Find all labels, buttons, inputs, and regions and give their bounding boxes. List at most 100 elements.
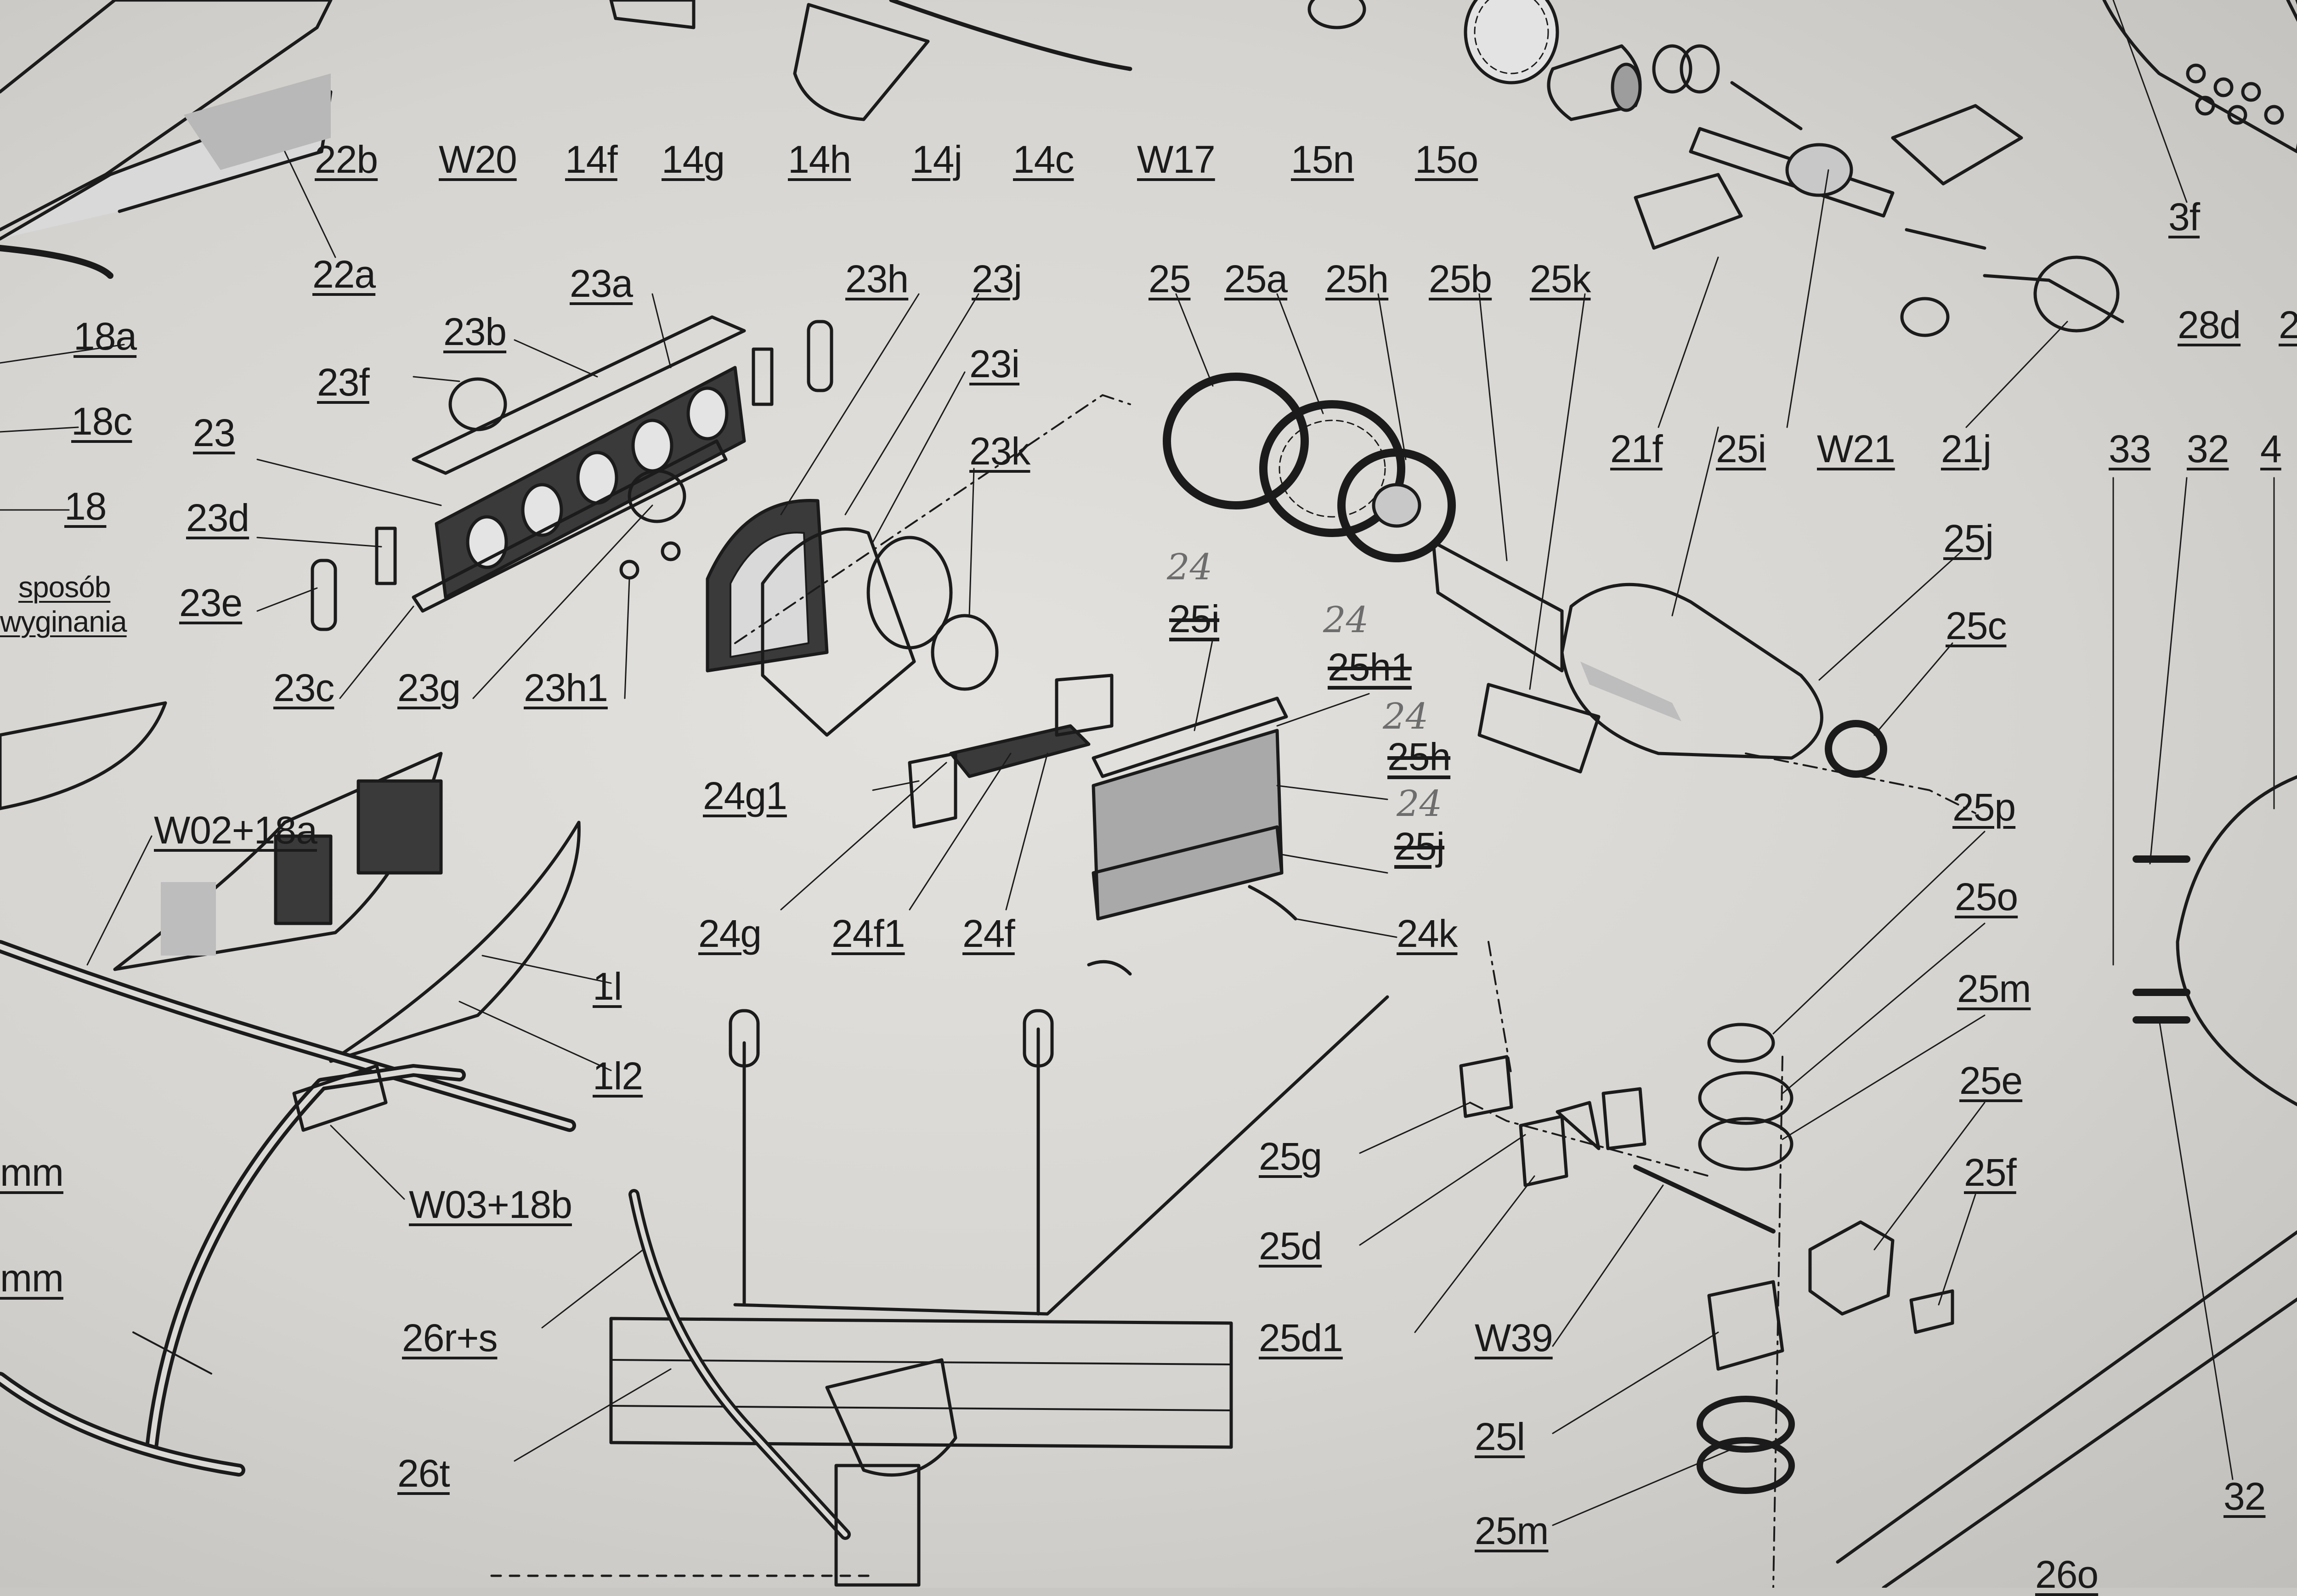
handwritten-24-c: 24 bbox=[1383, 696, 1429, 737]
label-23d: 23d bbox=[186, 496, 249, 539]
label-3f: 3f bbox=[2168, 195, 2200, 238]
handwritten-24-a: 24 bbox=[1167, 547, 1213, 588]
fuselage-nose-panel bbox=[2102, 0, 2297, 153]
part-25e-box bbox=[1808, 1220, 1895, 1316]
tail-boom bbox=[1836, 1230, 2297, 1588]
part-26-frame bbox=[733, 995, 1389, 1316]
label-w02-18a: W02+18a bbox=[154, 809, 317, 852]
label-23k: 23k bbox=[969, 430, 1030, 473]
label-32-top: 32 bbox=[2187, 427, 2229, 470]
label-26o: 26o bbox=[2035, 1553, 2099, 1596]
label-25i-top: 25i bbox=[1716, 427, 1766, 470]
label-25: 25 bbox=[1148, 257, 1191, 300]
handwritten-24-d: 24 bbox=[1397, 783, 1443, 825]
label-25h1: 25h1 bbox=[1328, 645, 1412, 689]
part-23c-strip bbox=[412, 439, 728, 613]
label-25j-mid: 25j bbox=[1394, 825, 1445, 868]
label-2d: 2d bbox=[2279, 303, 2297, 346]
part-21-bracket bbox=[1891, 104, 2023, 186]
label-1l: 1l bbox=[593, 965, 622, 1008]
part-14j-wedge bbox=[793, 3, 930, 121]
label-24f1: 24f1 bbox=[832, 912, 905, 955]
label-25d1: 25d1 bbox=[1259, 1316, 1343, 1359]
part-21j-disc bbox=[2033, 255, 2120, 333]
label-18a: 18a bbox=[74, 315, 137, 358]
part-25a-ring bbox=[1259, 400, 1405, 537]
label-25h-mid: 25h bbox=[1387, 735, 1451, 778]
label-25g: 25g bbox=[1259, 1135, 1322, 1178]
label-4: 4 bbox=[2260, 427, 2282, 470]
part-25l-block bbox=[1707, 1280, 1784, 1371]
label-24k: 24k bbox=[1397, 912, 1458, 955]
label-23a: 23a bbox=[570, 262, 633, 305]
part-25-ring bbox=[1163, 373, 1309, 509]
float-right bbox=[329, 821, 581, 1063]
label-23h: 23h bbox=[845, 257, 909, 300]
label-18: 18 bbox=[64, 485, 107, 528]
label-25o: 25o bbox=[1955, 875, 2018, 918]
label-w03-18b: W03+18b bbox=[409, 1183, 572, 1226]
label-23j: 23j bbox=[972, 257, 1022, 300]
label-14g: 14g bbox=[662, 138, 725, 181]
handwritten-24-b: 24 bbox=[1323, 600, 1369, 641]
float-left bbox=[0, 701, 167, 810]
label-mm-2: mm bbox=[0, 1256, 64, 1300]
label-23h1: 23h1 bbox=[524, 666, 608, 709]
label-21j: 21j bbox=[1941, 427, 1991, 470]
skid-lower bbox=[0, 1372, 245, 1477]
label-25a: 25a bbox=[1224, 257, 1288, 300]
label-15n: 15n bbox=[1291, 138, 1354, 181]
label-25l: 25l bbox=[1475, 1415, 1525, 1458]
label-24f: 24f bbox=[962, 912, 1015, 955]
part-15n-disc bbox=[1464, 0, 1559, 85]
label-sposob: sposób bbox=[18, 571, 111, 604]
label-23b: 23b bbox=[443, 310, 507, 353]
label-14c: 14c bbox=[1013, 138, 1074, 181]
label-25k: 25k bbox=[1530, 257, 1591, 300]
label-w39: W39 bbox=[1475, 1316, 1553, 1359]
label-1l2: 1l2 bbox=[593, 1054, 643, 1098]
label-15o: 15o bbox=[1415, 138, 1478, 181]
part-26-fuel-tank bbox=[609, 1317, 1233, 1449]
part-24f-block bbox=[949, 724, 1091, 778]
label-23g: 23g bbox=[397, 666, 461, 709]
part-23i-arch bbox=[761, 527, 916, 737]
label-22a: 22a bbox=[312, 253, 376, 296]
wing-shade bbox=[184, 74, 331, 170]
part-25f-plate bbox=[1909, 1289, 1954, 1334]
label-23: 23 bbox=[193, 411, 235, 454]
label-25h-top: 25h bbox=[1325, 257, 1389, 300]
label-18c: 18c bbox=[71, 400, 132, 443]
label-25i-mid: 25i bbox=[1169, 597, 1220, 640]
label-22b: 22b bbox=[315, 138, 378, 181]
part-23e-cylinder bbox=[311, 559, 337, 631]
label-w21: W21 bbox=[1817, 427, 1895, 470]
part-25k-block bbox=[1477, 683, 1601, 774]
label-14h: 14h bbox=[788, 138, 851, 181]
part-23b-strip bbox=[412, 315, 746, 475]
label-26r-s: 26r+s bbox=[402, 1316, 498, 1359]
label-28d: 28d bbox=[2178, 303, 2241, 346]
part-w17-wire bbox=[889, 0, 1132, 71]
label-wyginania: wyginania bbox=[0, 605, 127, 638]
part-23g-disc bbox=[628, 469, 686, 523]
label-25e: 25e bbox=[1959, 1059, 2023, 1102]
part-23k-disc bbox=[866, 536, 953, 650]
label-32-bottom: 32 bbox=[2223, 1475, 2266, 1518]
part-25c-ring bbox=[1825, 720, 1887, 778]
label-33: 33 bbox=[2109, 427, 2151, 470]
label-w20: W20 bbox=[439, 138, 517, 181]
wing-panel bbox=[0, 0, 333, 232]
part-25i-cone bbox=[1431, 540, 1564, 673]
label-25d: 25d bbox=[1259, 1224, 1322, 1268]
label-mm-1: mm bbox=[0, 1151, 64, 1194]
part-w39-pin bbox=[1633, 1165, 1776, 1234]
skid-leg bbox=[145, 1064, 466, 1454]
part-25h-ring bbox=[1337, 448, 1456, 562]
label-23f: 23f bbox=[317, 361, 370, 404]
part-24-panel bbox=[1092, 729, 1284, 921]
fuselage-body bbox=[2176, 775, 2297, 1107]
part-25p-disc bbox=[1707, 1023, 1775, 1063]
label-23i: 23i bbox=[969, 342, 1020, 385]
